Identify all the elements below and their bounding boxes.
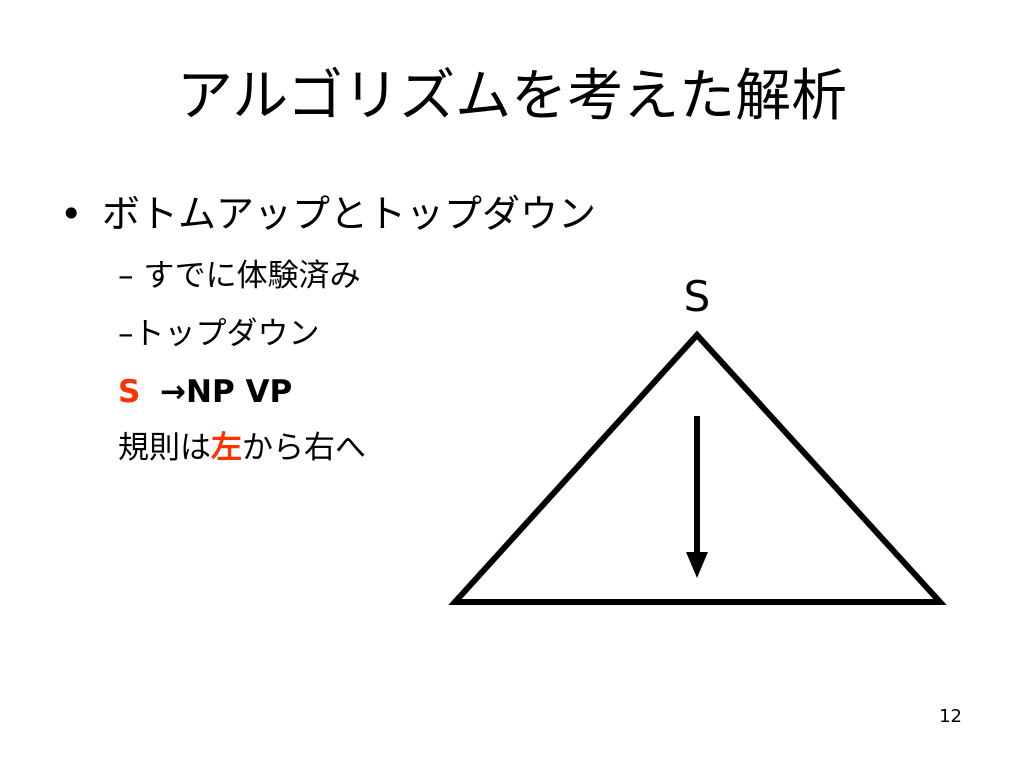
- dash-marker: –: [118, 316, 134, 352]
- sub-item-text: すでに体験済み: [143, 258, 361, 294]
- root-node-label: S: [683, 272, 711, 321]
- rule-symbol: S: [118, 374, 141, 410]
- note-after: から右へ: [242, 430, 366, 466]
- sub-item-experienced: – すでに体験済み: [118, 256, 361, 296]
- sub-item-text: トップダウン: [133, 316, 320, 352]
- dash-marker: –: [118, 258, 134, 294]
- note-before: 規則は: [118, 430, 211, 466]
- page-number: 12: [939, 706, 962, 727]
- rule-expansion: →NP VP: [160, 374, 293, 410]
- rule-direction-note: 規則は左から右へ: [118, 428, 366, 468]
- grammar-rule: S →NP VP: [118, 372, 292, 412]
- slide-title: アルゴリズムを考えた解析: [176, 64, 848, 129]
- bullet-item: • ボトムアップとトップダウン: [60, 190, 596, 238]
- topdown-arrow-head: [686, 552, 708, 578]
- note-highlight: 左: [211, 430, 242, 466]
- tree-triangle: [448, 330, 947, 605]
- bullet-text: ボトムアップとトップダウン: [102, 192, 597, 236]
- bullet-marker: •: [60, 192, 83, 236]
- sub-item-topdown: –トップダウン: [118, 314, 320, 354]
